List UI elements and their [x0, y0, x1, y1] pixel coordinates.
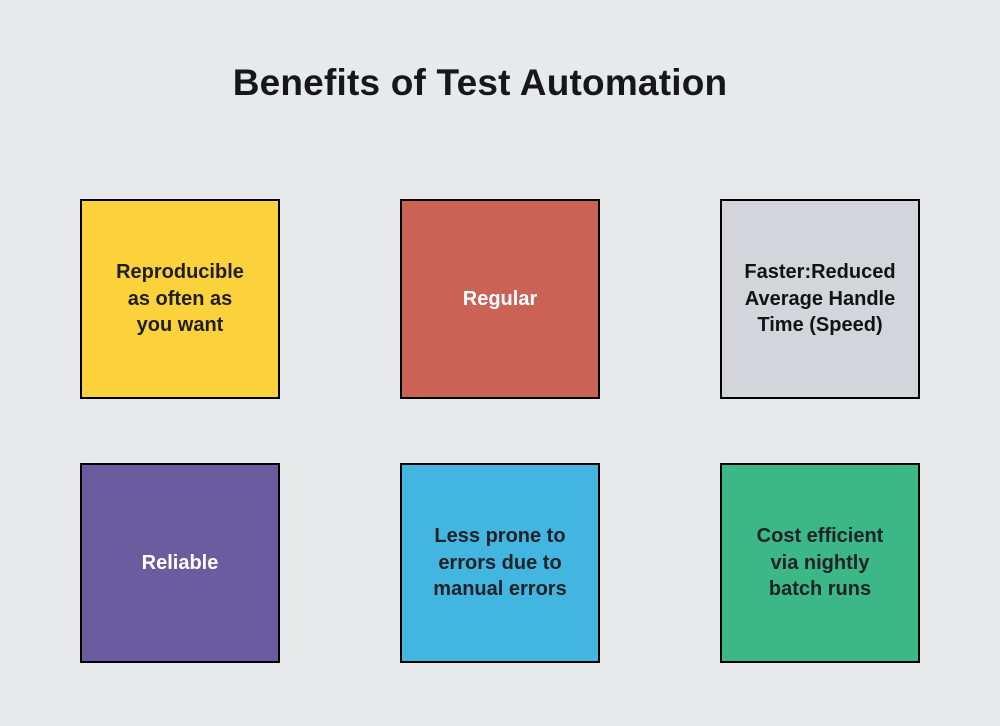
- benefit-box-faster: Faster:Reduced Average Handle Time (Spee…: [720, 199, 920, 399]
- benefit-label: Regular: [462, 287, 538, 310]
- benefit-box-reproducible: Reproducible as often as you want: [80, 199, 280, 399]
- benefit-box-less-prone-to-errors: Less prone to errors due to manual error…: [400, 463, 600, 663]
- benefit-box-cost-efficient: Cost efficient via nightly batch runs: [720, 463, 920, 663]
- benefit-label: Reliable: [141, 551, 219, 574]
- benefit-label: Cost efficient via nightly batch runs: [756, 525, 884, 601]
- benefits-grid: Reproducible as often as you want Regula…: [80, 199, 920, 663]
- benefit-label: Faster:Reduced Average Handle Time (Spee…: [744, 261, 896, 337]
- benefit-box-reliable: Reliable: [80, 463, 280, 663]
- benefit-box-regular: Regular: [400, 199, 600, 399]
- benefit-label: Less prone to errors due to manual error…: [433, 525, 567, 601]
- page-title: Benefits of Test Automation: [232, 62, 728, 103]
- benefit-label: Reproducible as often as you want: [116, 261, 244, 337]
